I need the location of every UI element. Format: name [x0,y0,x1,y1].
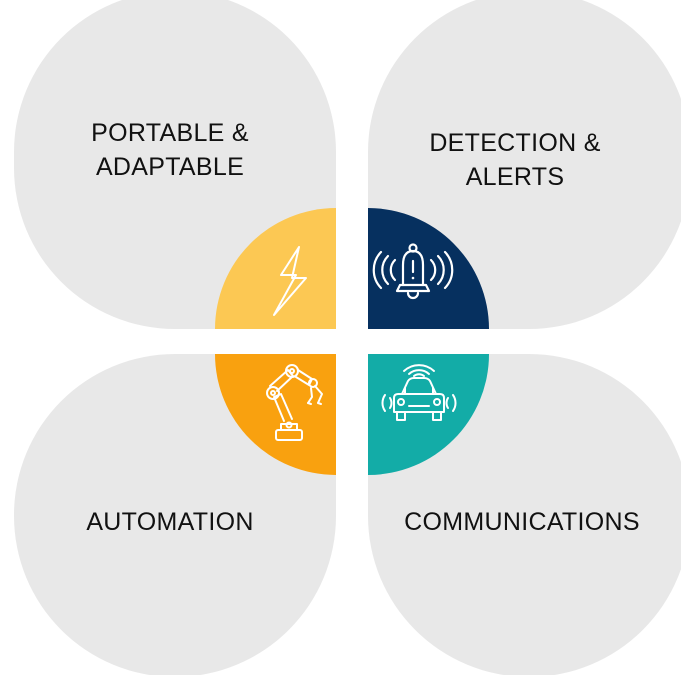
robotic-arm-icon [266,364,323,441]
label-communications: COMMUNICATIONS [372,505,672,539]
label-automation: AUTOMATION [40,505,300,539]
label-automation-line1: AUTOMATION [86,508,254,536]
label-portable-adaptable: PORTABLE & ADAPTABLE [40,116,300,184]
lightning-bolt-icon [273,246,307,316]
label-detection-line1: DETECTION & [429,129,601,157]
label-portable-line1: PORTABLE & [91,119,249,147]
label-detection-alerts: DETECTION & ALERTS [380,126,650,194]
quarter-yellow [215,208,336,329]
label-communications-line1: COMMUNICATIONS [404,508,640,536]
label-detection-line2: ALERTS [465,163,565,191]
quarter-navy [368,208,489,329]
label-portable-line2: ADAPTABLE [95,153,245,181]
alarm-bell-icon [372,243,454,300]
connected-car-icon [381,364,457,421]
quarter-orange [215,354,336,475]
quarter-teal [368,354,489,475]
